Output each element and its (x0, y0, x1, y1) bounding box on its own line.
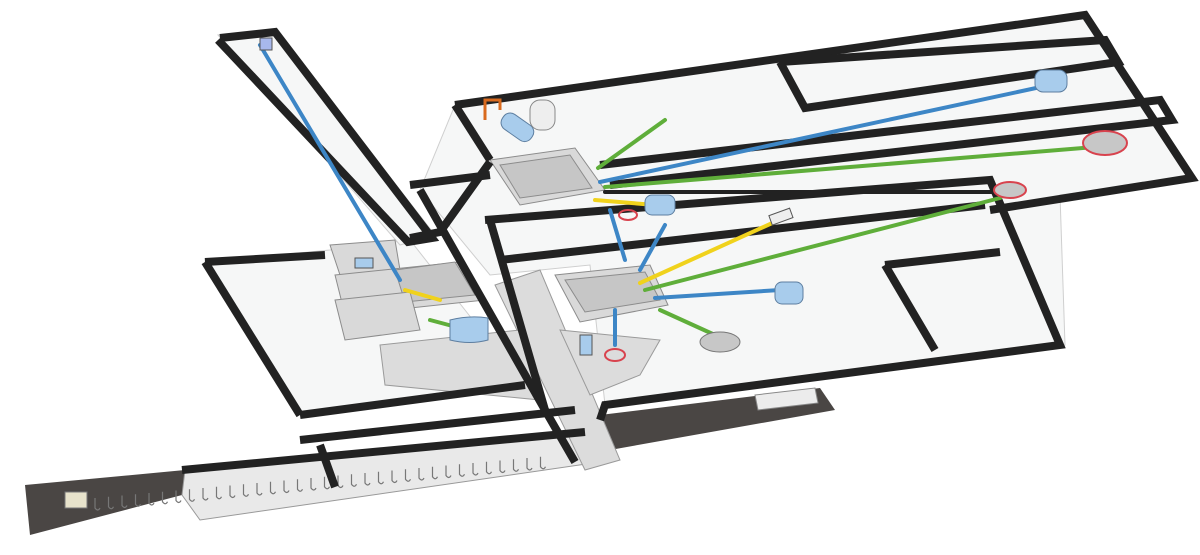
hanger (242, 484, 250, 497)
conveyor (658, 308, 717, 337)
carousel-icon (993, 181, 1027, 199)
hanger (418, 468, 425, 481)
conveyor (653, 288, 782, 300)
hanger-row (94, 456, 547, 511)
equipment (64, 37, 1128, 509)
hanger (458, 464, 466, 477)
machine-icon (64, 491, 88, 509)
conveyor (638, 213, 792, 285)
hanger (472, 463, 479, 476)
hanger (175, 490, 182, 504)
hanger (148, 493, 155, 506)
hanger (121, 495, 128, 509)
hanger (229, 485, 236, 499)
hanger (94, 498, 101, 511)
machine-icon (354, 257, 374, 269)
hanger (161, 491, 169, 505)
hanger (202, 488, 209, 501)
machine-icon (768, 207, 794, 226)
hanger (391, 470, 398, 484)
hanger (134, 494, 142, 507)
conveyor (596, 118, 667, 170)
hanger (364, 473, 371, 486)
conveyor (643, 196, 1002, 292)
conveyor (598, 83, 1052, 184)
tank-icon (529, 99, 556, 131)
tank-icon (1034, 69, 1068, 93)
ring-icon (618, 209, 638, 221)
hanger (310, 478, 317, 491)
hanger (323, 476, 331, 490)
crane-hook-icon (483, 98, 502, 120)
hanger (107, 496, 115, 510)
hanger (485, 461, 493, 475)
ring-icon (604, 348, 626, 362)
hanger (269, 481, 277, 495)
tank-icon (500, 112, 535, 143)
room-blocks (329, 147, 669, 341)
carousel-icon (699, 331, 741, 353)
hanger (499, 460, 506, 474)
hanger (445, 465, 452, 479)
hanger (526, 458, 533, 471)
tank-icon (774, 281, 804, 305)
hanger (350, 474, 358, 487)
conveyor-corridor (258, 43, 402, 282)
hanger (283, 480, 290, 494)
hanger (215, 486, 223, 500)
conveyor (638, 223, 667, 272)
hanger (256, 483, 263, 496)
machine-icon (579, 334, 593, 356)
hanger (512, 459, 520, 472)
hanger (188, 489, 196, 502)
hanger (431, 466, 439, 480)
hanger (377, 471, 385, 485)
tank-icon (449, 316, 489, 343)
conveyor (603, 145, 1097, 189)
bottom-trench (25, 387, 835, 535)
tank-icon (644, 194, 676, 216)
walls (181, 10, 1199, 489)
hanger (539, 456, 547, 470)
hanger (296, 479, 304, 492)
conveyor (608, 208, 627, 262)
conveyors (258, 43, 1097, 347)
hanger (404, 469, 412, 482)
machine-icon (259, 37, 273, 51)
conveyor (403, 288, 442, 302)
carousel-icon (1082, 130, 1128, 156)
